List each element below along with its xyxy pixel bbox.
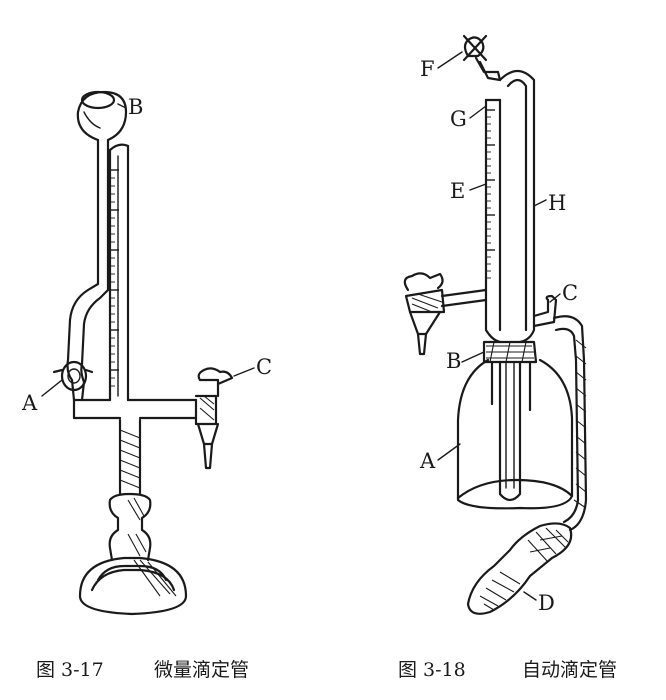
micro-burette-scale	[110, 169, 119, 387]
automatic-burette-leader-c	[549, 293, 561, 303]
automatic-burette-graduated-tube-e	[484, 98, 502, 344]
caption-figure-3-18-title: 自动滴定管	[522, 659, 617, 681]
automatic-burette-leader-a	[437, 443, 461, 461]
automatic-burette-bottle-a	[456, 358, 574, 510]
automatic-burette-label-h: H	[548, 191, 566, 215]
automatic-burette-stopper-b	[482, 340, 538, 364]
micro-burette-side-arm	[72, 398, 198, 420]
automatic-burette-label-d: D	[538, 591, 555, 615]
micro-burette-reservoir-tube	[66, 138, 110, 402]
micro-burette-leader-b	[117, 103, 127, 109]
automatic-burette-side-stopcock	[403, 272, 488, 356]
micro-burette-leader-c	[233, 367, 255, 377]
automatic-burette-tap-f	[462, 34, 502, 82]
automatic-burette-leader-f	[437, 51, 463, 69]
automatic-burette-scale	[486, 109, 495, 279]
automatic-burette-label-g: G	[450, 107, 467, 131]
caption-figure-3-17-title: 微量滴定管	[154, 659, 249, 681]
automatic-burette-leader-e	[469, 183, 487, 191]
micro-burette-bulb-b	[76, 90, 128, 142]
automatic-burette-tube-c	[532, 294, 588, 532]
caption-figure-3-17-number: 图 3-17	[36, 659, 104, 681]
automatic-burette-leader-d	[523, 591, 537, 601]
micro-burette-label-c: C	[256, 355, 272, 379]
micro-burette-lower-stem	[118, 418, 142, 496]
automatic-burette-figure: F G E H C B A D	[403, 34, 588, 615]
micro-burette-leader-a	[41, 379, 63, 397]
micro-burette-label-b: B	[128, 95, 143, 119]
automatic-burette-leader-g	[469, 105, 487, 119]
automatic-burette-tube-h	[498, 69, 536, 344]
automatic-burette-leader-h	[533, 199, 547, 207]
automatic-burette-dip-tubes	[490, 360, 532, 502]
automatic-burette-label-b: B	[446, 349, 461, 373]
automatic-burette-label-f: F	[420, 57, 435, 81]
micro-burette-tap-c	[194, 367, 234, 470]
micro-burette-figure: A B C	[21, 90, 272, 616]
automatic-burette-label-a: A	[419, 449, 436, 473]
micro-burette-stopcock-a	[52, 360, 94, 392]
caption-figure-3-18-number: 图 3-18	[398, 659, 466, 681]
automatic-burette-leader-b	[461, 351, 485, 363]
automatic-burette-label-e: E	[450, 179, 465, 203]
automatic-burette-bulb-d	[466, 522, 573, 615]
automatic-burette-label-c: C	[562, 281, 578, 305]
micro-burette-base	[78, 492, 188, 616]
micro-burette-label-a: A	[21, 391, 38, 415]
micro-burette-graduated-tube	[108, 143, 130, 402]
